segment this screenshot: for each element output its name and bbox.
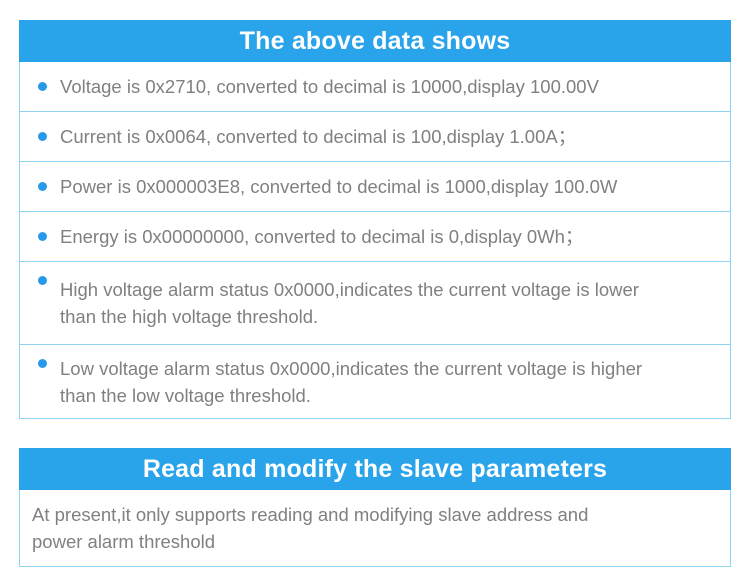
note-text: At present,it only supports reading and … (32, 504, 589, 552)
bullet-cell (24, 212, 60, 261)
list-item: Power is 0x000003E8, converted to decima… (20, 162, 730, 212)
bullet-dot-icon (37, 232, 47, 241)
list-item: Energy is 0x00000000, converted to decim… (20, 212, 730, 262)
list-item-text: Voltage is 0x2710, converted to decimal … (60, 76, 599, 97)
list-item-text: Current is 0x0064, converted to decimal … (60, 126, 577, 147)
list-item-text: Power is 0x000003E8, converted to decima… (60, 176, 618, 197)
bullet-cell (24, 262, 60, 344)
list-item: Current is 0x0064, converted to decimal … (20, 112, 730, 162)
list-item: High voltage alarm status 0x0000,indicat… (20, 262, 730, 345)
bullet-dot-icon (37, 82, 47, 91)
panel-above-data: The above data shows Voltage is 0x2710, … (19, 20, 731, 419)
bullet-dot-icon (37, 132, 47, 141)
bullet-dot-icon (37, 359, 47, 368)
panel-header-slave-params: Read and modify the slave parameters (19, 448, 731, 490)
panel-slave-params: Read and modify the slave parameters At … (19, 448, 731, 567)
bullet-dot-icon (37, 182, 47, 191)
panel-body-slave-params: At present,it only supports reading and … (19, 490, 731, 567)
bullet-cell (24, 112, 60, 161)
bullet-dot-icon (37, 276, 47, 285)
bullet-cell (24, 345, 60, 418)
list-item: Low voltage alarm status 0x0000,indicate… (20, 345, 730, 418)
list-item-text: High voltage alarm status 0x0000,indicat… (60, 279, 639, 327)
list-item-text: Energy is 0x00000000, converted to decim… (60, 226, 584, 247)
panel-header-above-data: The above data shows (19, 20, 731, 62)
panel-body-above-data: Voltage is 0x2710, converted to decimal … (19, 62, 731, 419)
bullet-cell (24, 62, 60, 111)
list-item-text: Low voltage alarm status 0x0000,indicate… (60, 357, 643, 406)
list-item: Voltage is 0x2710, converted to decimal … (20, 62, 730, 112)
bullet-cell (24, 162, 60, 211)
